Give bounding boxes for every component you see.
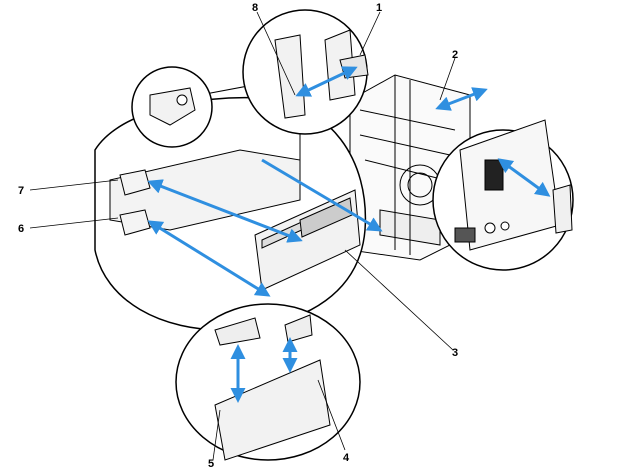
callout-6: 6 (18, 223, 24, 235)
callout-1: 1 (376, 2, 382, 14)
callout-8: 8 (252, 2, 258, 14)
callout-2: 2 (452, 49, 458, 61)
right-detail-circle (432, 119, 574, 271)
callout-7: 7 (18, 185, 24, 197)
top-detail-circle (242, 9, 369, 135)
callout-leaders (29, 11, 456, 461)
callout-3: 3 (452, 347, 458, 359)
bottom-detail-circle (175, 303, 361, 461)
latch-detail-circle (131, 66, 213, 148)
riser-board (254, 189, 361, 291)
install-arrows (147, 87, 488, 297)
callout-5: 5 (208, 458, 214, 470)
callout-4: 4 (343, 452, 350, 464)
